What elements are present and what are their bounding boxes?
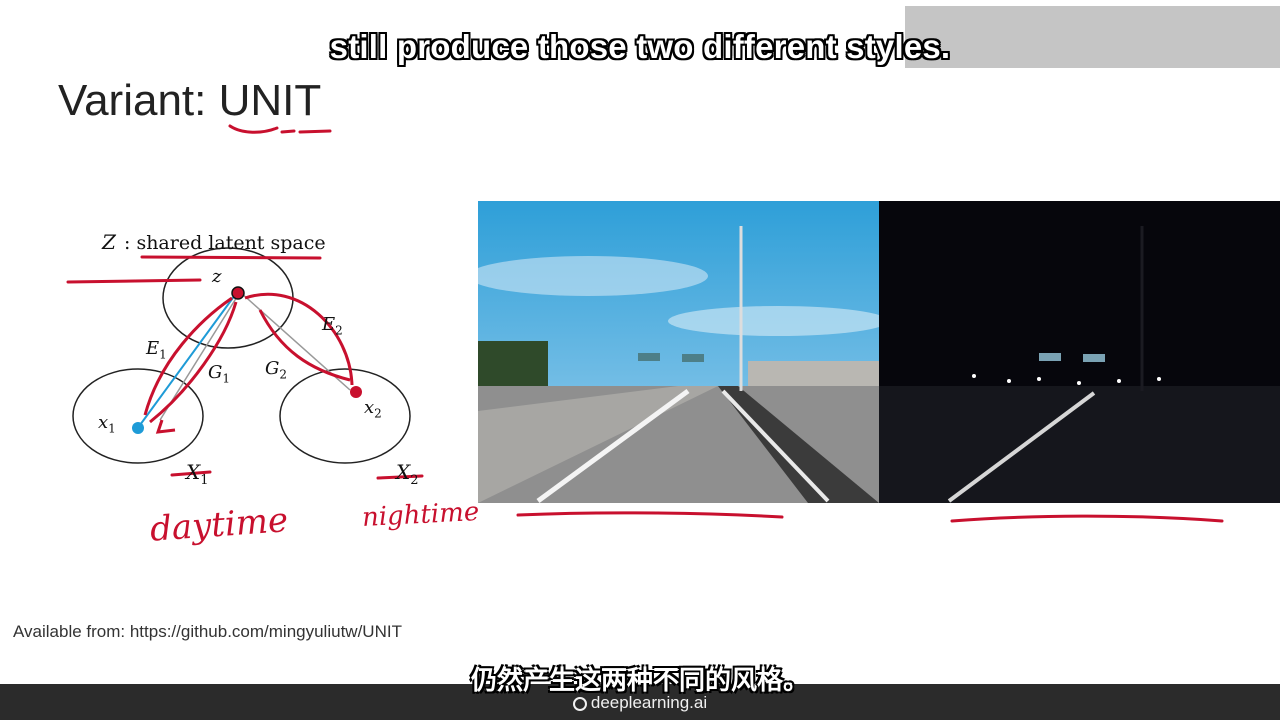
domain2-ellipse — [279, 368, 411, 464]
brand-logo-icon — [572, 697, 587, 711]
x2-point — [350, 386, 362, 398]
e2-label: E2 — [322, 314, 343, 338]
chinese-caption: 仍然产生这两种不同的风格。 — [470, 666, 809, 696]
z-label: z — [212, 266, 222, 287]
title-underline-annotation — [228, 124, 332, 134]
handwritten-nighttime: nightime — [361, 496, 480, 534]
domain1-ellipse — [72, 368, 204, 464]
x2-label: x2 — [364, 397, 382, 421]
x1-point — [132, 422, 144, 434]
nighttime-road-image — [879, 201, 1280, 503]
source-note: Available from: https://github.com/mingy… — [13, 622, 402, 641]
g2-label: G2 — [265, 358, 288, 382]
footer-brand: deeplearning.ai — [0, 693, 1280, 713]
g1-label: G1 — [208, 362, 231, 386]
e1-label: E1 — [146, 338, 167, 362]
x1-label: x1 — [98, 412, 116, 436]
footer-bar — [0, 684, 1280, 720]
latent-symbol: Z — [102, 230, 116, 254]
latent-label: : shared latent space — [124, 232, 326, 254]
photo-underline-annotations — [516, 511, 1224, 523]
domain1-label: X1 — [186, 460, 209, 488]
domain2-label: X2 — [396, 460, 419, 488]
z-point — [231, 286, 245, 300]
slide-title: Variant: UNIT — [58, 76, 322, 125]
english-caption: still produce those two different styles… — [329, 28, 951, 65]
watermark-overlay — [905, 6, 1280, 68]
unit-diagram — [66, 247, 424, 480]
daytime-road-image — [478, 201, 879, 503]
